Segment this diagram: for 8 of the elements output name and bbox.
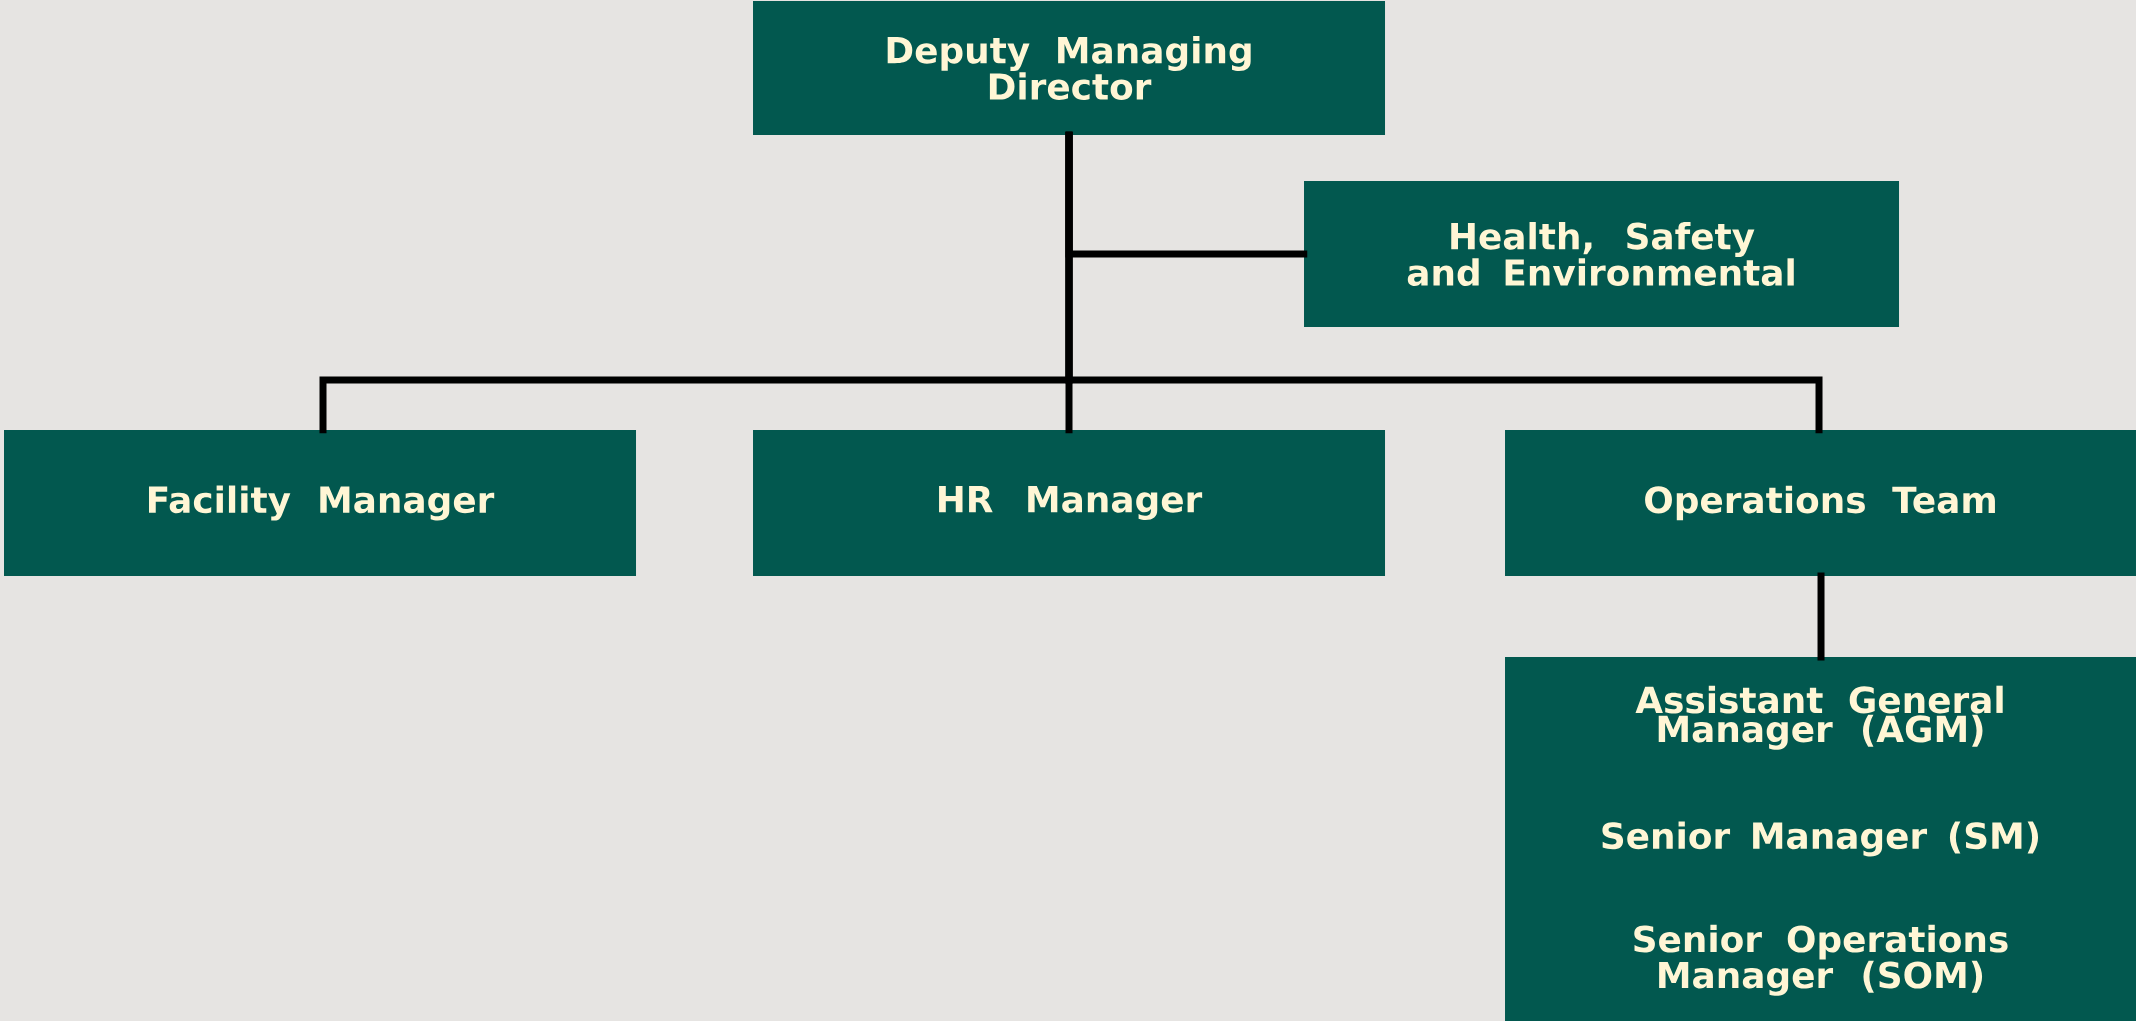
org-box: Health, Safety and Environmental — [1304, 181, 1899, 327]
connector-line — [1065, 131, 1823, 434]
org-box: HR Manager — [753, 430, 1385, 576]
org-box: Operations Team — [1505, 430, 2136, 576]
org-box: Deputy Managing Director — [753, 1, 1385, 135]
connector-line — [1817, 572, 1825, 661]
org-box: Assistant General Manager (AGM) Senior Manager (SM) Senior Operations Manager (SOM) — [1505, 657, 2136, 1021]
org-box: Facility Manager — [4, 430, 636, 576]
